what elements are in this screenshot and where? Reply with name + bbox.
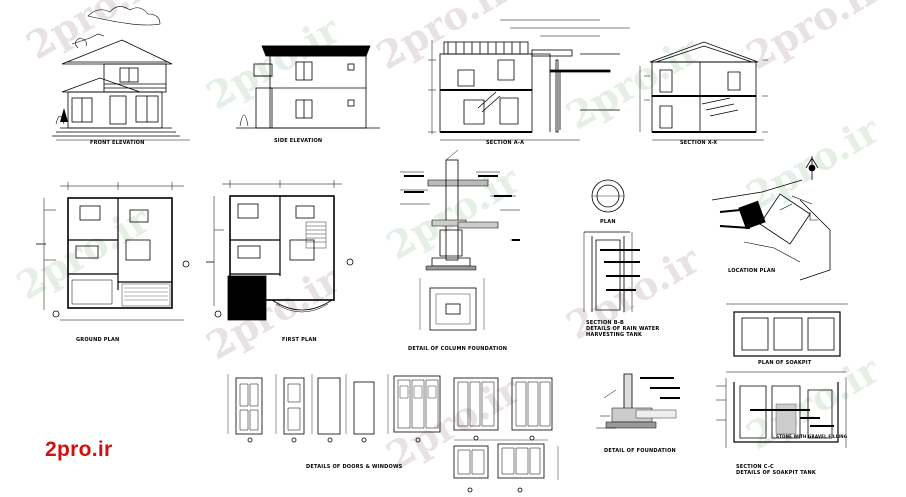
label-foundation-detail: DETAIL OF FOUNDATION <box>604 448 676 454</box>
soakpit-plan <box>726 303 848 357</box>
doors-windows <box>227 374 559 493</box>
label-rain-tank-1: DETAILS OF RAIN WATER <box>586 326 660 332</box>
label-section-c-c: SECTION C-C <box>736 464 774 470</box>
label-ground-plan: GROUND PLAN <box>76 337 120 343</box>
section-a-a <box>428 19 630 141</box>
label-soakpit-note: STONE WITH GRAVEL FILLING <box>776 434 848 439</box>
label-first-plan: FIRST PLAN <box>282 337 317 343</box>
label-doors-windows: DETAILS OF DOORS & WINDOWS <box>306 464 403 470</box>
label-section-a-a: SECTION A-A <box>486 140 525 146</box>
first-plan <box>206 180 354 321</box>
label-front-elevation: FRONT ELEVATION <box>90 140 145 146</box>
label-column-foundation: DETAIL OF COLUMN FOUNDATION <box>408 346 508 352</box>
label-rain-tank-2: HARVESTING TANK <box>586 332 643 338</box>
label-section-x-x: SECTION X-X <box>680 140 718 146</box>
side-elevation <box>236 45 380 129</box>
label-section-b-b: SECTION B-B <box>586 320 625 326</box>
rain-water-tank <box>583 179 640 312</box>
label-soakpit-tank: DETAILS OF SOAKPIT TANK <box>736 470 816 476</box>
ground-plan <box>36 182 190 321</box>
site-logo: 2pro.ir <box>45 438 113 461</box>
label-side-elevation: SIDE ELEVATION <box>274 138 323 144</box>
location-plan <box>711 156 831 281</box>
soakpit-section <box>716 371 847 448</box>
label-plan: PLAN <box>600 219 616 225</box>
column-foundation-detail <box>400 149 520 331</box>
front-elevation <box>52 6 190 141</box>
foundation-detail <box>596 373 680 429</box>
label-soakpit-plan: PLAN OF SOAKPIT <box>758 360 812 366</box>
label-location-plan: LOCATION PLAN <box>728 268 776 274</box>
section-x-x <box>639 41 768 141</box>
